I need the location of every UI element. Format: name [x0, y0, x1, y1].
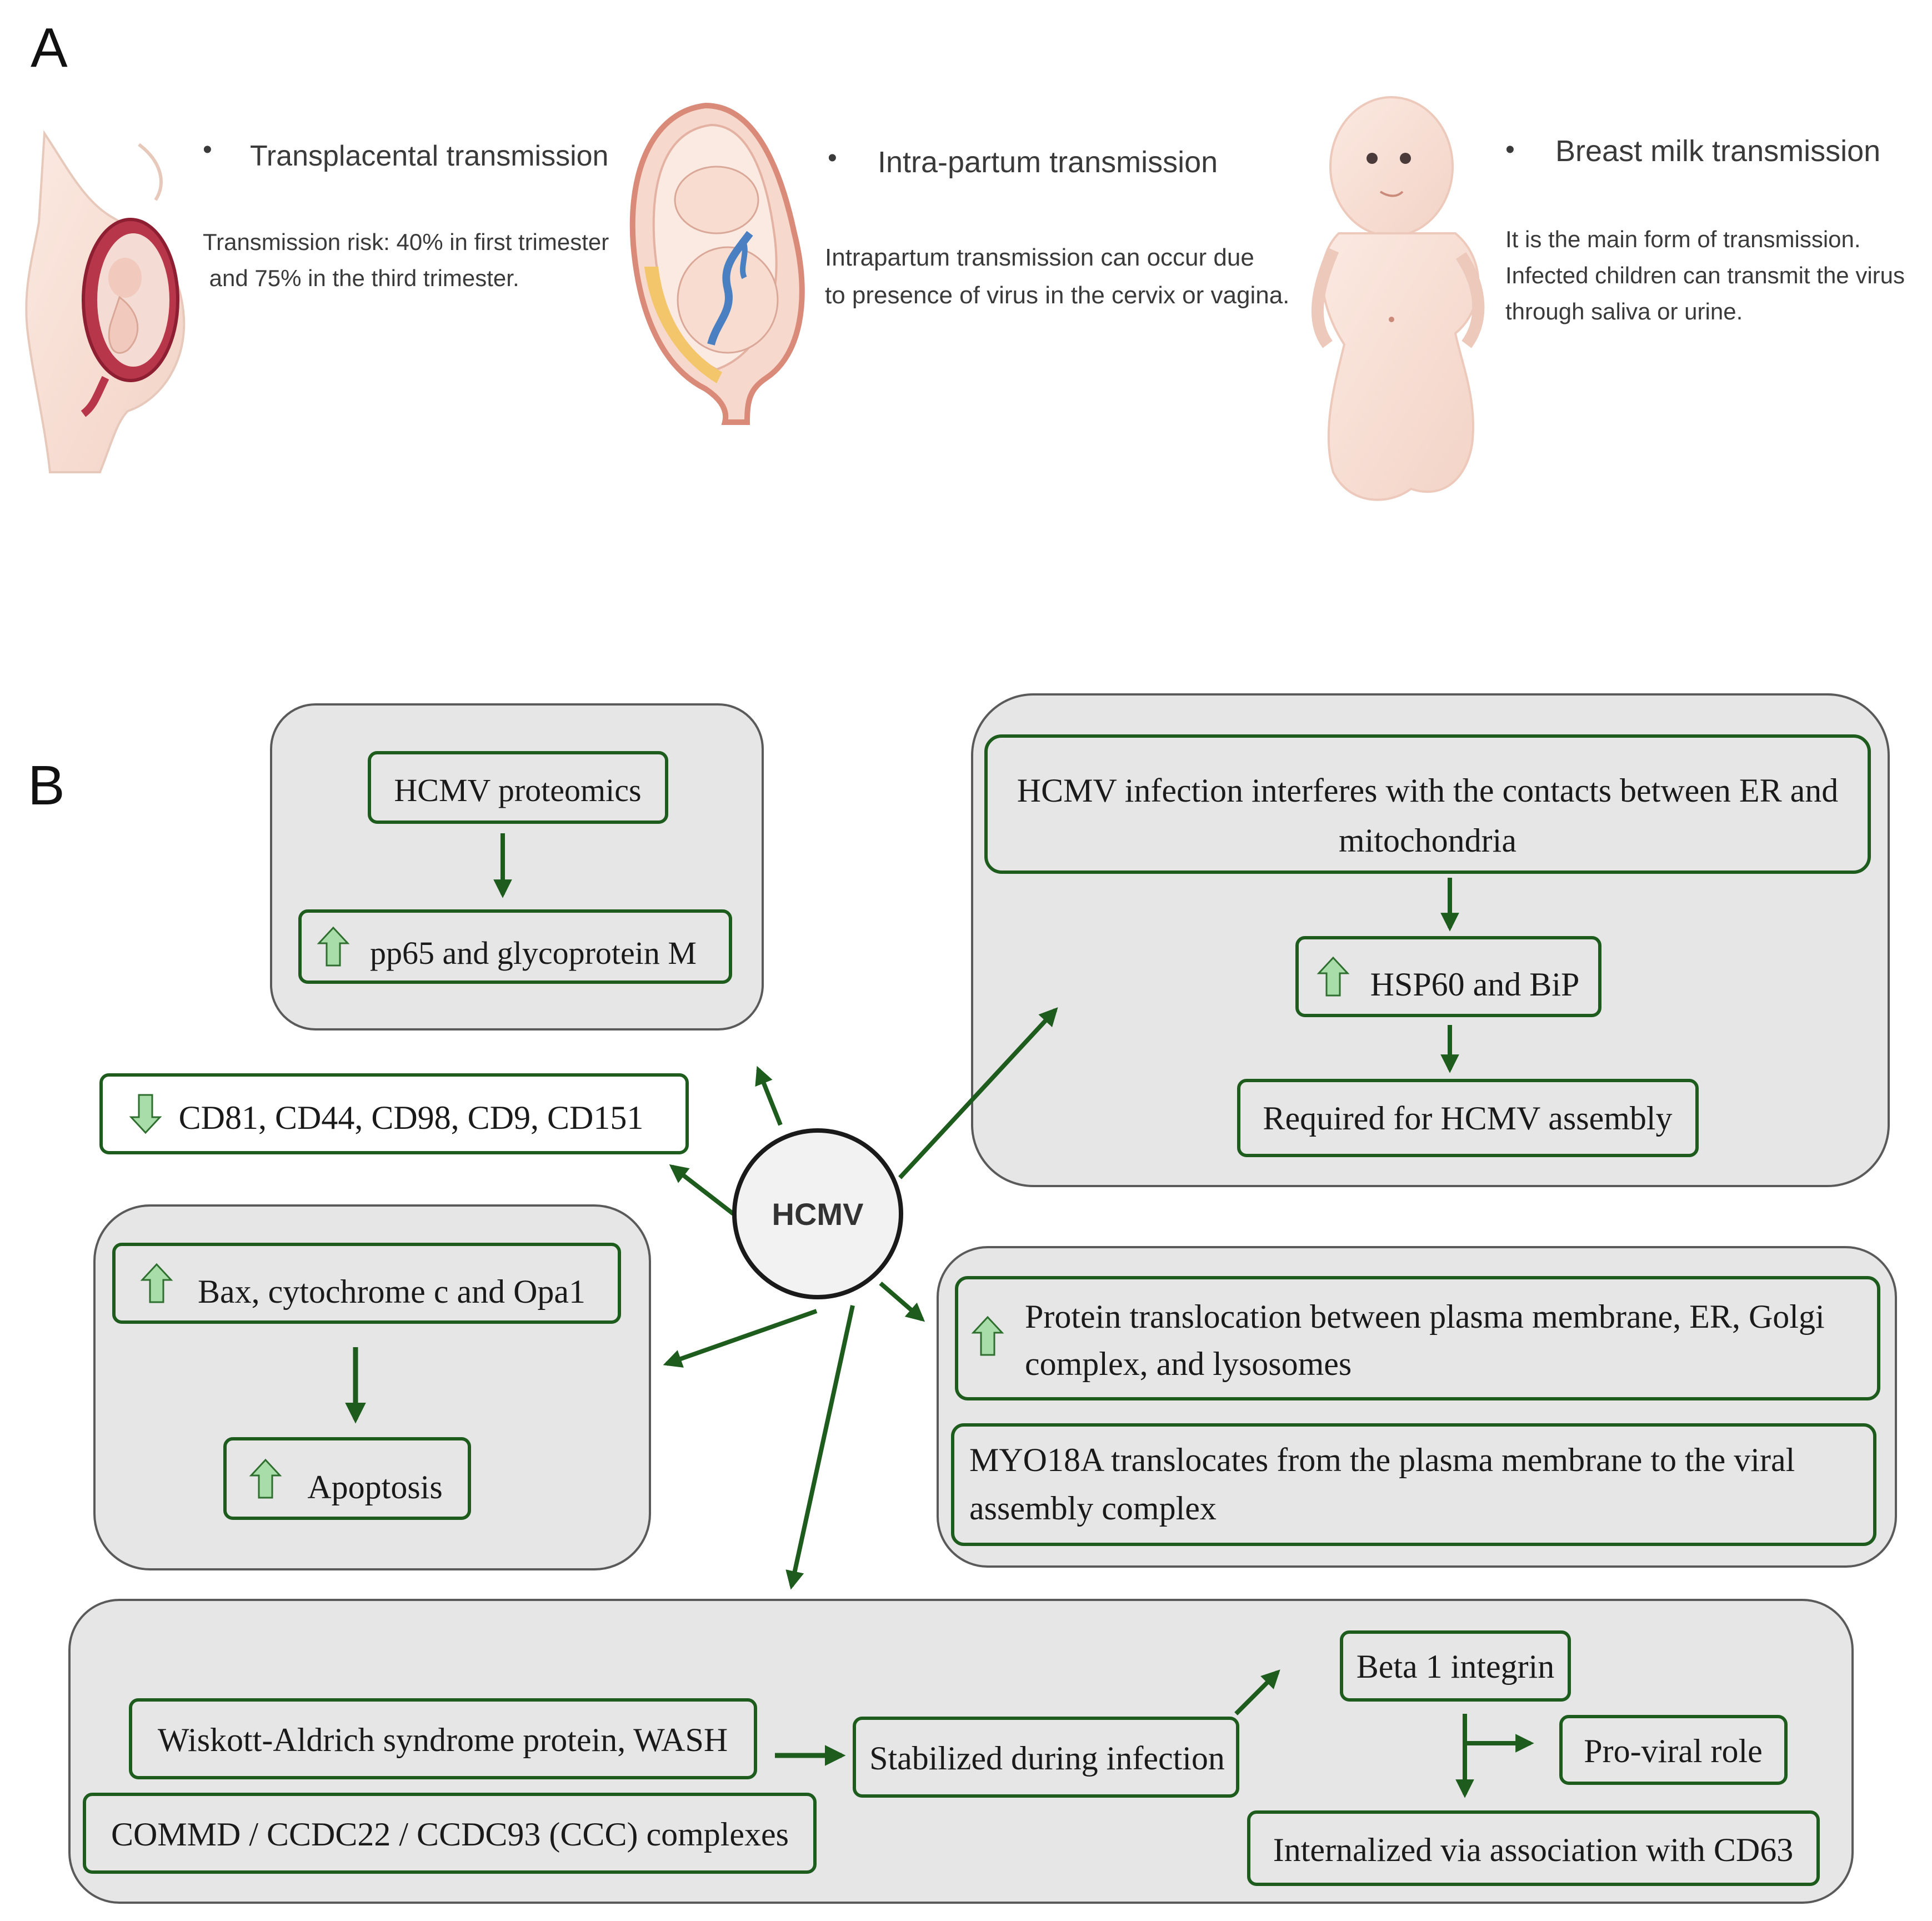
hcmv-hub-label: HCMV [772, 1197, 864, 1232]
intrapartum-title: Intra-partum transmission [878, 146, 1218, 179]
bullet: • [1505, 135, 1515, 164]
apoptosis-box [223, 1437, 471, 1520]
cd-markers-box [99, 1073, 689, 1154]
transplacental-item: • Transplacental transmission Transmissi… [203, 135, 609, 291]
transplacental-desc-1: Transmission risk: 40% in first trimeste… [203, 229, 609, 255]
intrapartum-desc-1: Intrapartum transmission can occur due [825, 244, 1254, 271]
bullet: • [828, 143, 837, 173]
hcmv-hub-circle [732, 1128, 903, 1299]
apoptosis-panel [93, 1204, 651, 1570]
panel-a-letter: A [31, 17, 68, 79]
stabilized-box [853, 1717, 1239, 1798]
hub-to-er-arrow [898, 1007, 1058, 1179]
hub-to-translocation-arrow [879, 1281, 925, 1322]
hub-to-cd-arrow [669, 1164, 735, 1216]
breast-milk-item: • Breast milk transmission It is the mai… [1505, 134, 1905, 324]
proviral-box [1559, 1715, 1788, 1785]
apoptosis-label: Apoptosis [307, 1469, 442, 1505]
er-mitochondria-panel [971, 693, 1890, 1187]
hub-arrows [663, 1007, 1058, 1590]
proviral-label: Pro-viral role [1584, 1733, 1763, 1769]
cd-markers-label: CD81, CD44, CD98, CD9, CD151 [179, 1099, 644, 1136]
hub-to-proteomics-arrow [755, 1065, 783, 1126]
myo18a-line-2: assembly complex [969, 1490, 1217, 1527]
protein-translocation-line-1: Protein translocation between plasma mem… [1025, 1298, 1825, 1335]
hcmv-proteomics-box [368, 751, 668, 824]
translocation-panel [937, 1246, 1897, 1568]
beta-integrin-label: Beta 1 integrin [1357, 1648, 1555, 1685]
pp65-box [298, 909, 732, 984]
wash-panel [68, 1599, 1854, 1904]
er-contact-box [984, 734, 1871, 874]
commd-label: COMMD / CCDC22 / CCDC93 (CCC) complexes [111, 1816, 789, 1853]
intrapartum-desc-2: to presence of virus in the cervix or va… [825, 282, 1289, 309]
commd-box [83, 1793, 817, 1874]
hsp60-label: HSP60 and BiP [1370, 966, 1580, 1003]
stabilized-to-beta-arrow [1234, 1669, 1280, 1715]
required-box [1237, 1079, 1699, 1157]
bax-box [112, 1243, 621, 1324]
fetus-in-uterus-illustration [629, 102, 805, 425]
breast-milk-title: Breast milk transmission [1555, 134, 1880, 168]
infant-illustration [1311, 96, 1485, 501]
stabilized-label: Stabilized during infection [869, 1740, 1225, 1777]
breast-milk-desc-1: It is the main form of transmission. [1505, 226, 1861, 252]
intrapartum-item: • Intra-partum transmission Intrapartum … [825, 143, 1289, 309]
pp65-label: pp65 and glycoprotein M [370, 935, 697, 971]
transplacental-desc-2: and 75% in the third trimester. [203, 265, 519, 291]
panel-b-letter: B [28, 754, 65, 817]
pregnant-woman-illustration [25, 129, 186, 473]
myo18a-box [951, 1423, 1876, 1546]
myo18a-line-1: MYO18A translocates from the plasma memb… [969, 1442, 1795, 1478]
hsp60-box [1295, 936, 1601, 1017]
er-contact-line-2: mitochondria [1339, 822, 1516, 859]
hub-to-apoptosis-arrow [663, 1309, 818, 1368]
wash-label: Wiskott-Aldrich syndrome protein, WASH [158, 1722, 728, 1758]
protein-translocation-line-2: complex, and lysosomes [1025, 1345, 1352, 1382]
bax-label: Bax, cytochrome c and Opa1 [198, 1273, 585, 1310]
beta-integrin-box [1340, 1630, 1571, 1702]
wash-box [129, 1698, 757, 1779]
internalized-box [1247, 1810, 1820, 1886]
required-label: Required for HCMV assembly [1263, 1100, 1672, 1137]
transplacental-title: Transplacental transmission [250, 140, 608, 172]
proteomics-panel [270, 703, 764, 1030]
er-contact-line-1: HCMV infection interferes with the conta… [1017, 772, 1838, 809]
bullet: • [203, 135, 212, 164]
hub-to-wash-arrow [785, 1305, 855, 1590]
internalized-label: Internalized via association with CD63 [1273, 1832, 1793, 1868]
breast-milk-desc-3: through saliva or urine. [1505, 298, 1743, 324]
hcmv-proteomics-label: HCMV proteomics [394, 772, 641, 808]
breast-milk-desc-2: Infected children can transmit the virus [1505, 262, 1905, 288]
protein-translocation-box [955, 1276, 1880, 1400]
